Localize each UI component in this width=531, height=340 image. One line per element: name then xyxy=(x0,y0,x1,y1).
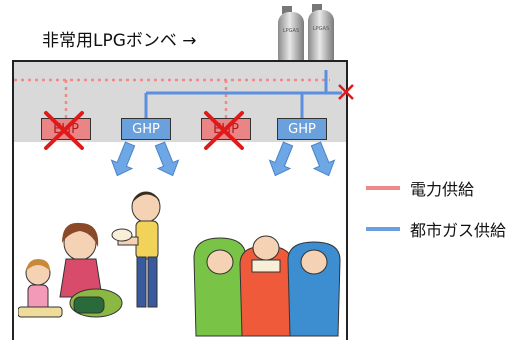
arrow-down-icon xyxy=(106,139,141,181)
child-person xyxy=(18,259,63,318)
legend-electric-swatch xyxy=(366,186,400,190)
legend-electric: 電力供給 xyxy=(366,176,474,200)
cylinder-right-label: LPGAS xyxy=(313,26,329,32)
standing-person xyxy=(111,191,161,308)
arrow-down-icon xyxy=(149,139,184,181)
arrow-down-icon xyxy=(264,139,299,181)
lpg-cylinders-icon: LPGAS LPGAS xyxy=(278,4,334,74)
sleeping-bag-red xyxy=(239,235,293,337)
diagram-title: 非常用LPGボンベ → xyxy=(42,31,197,51)
cylinder-right: LPGAS xyxy=(308,4,334,74)
legend-gas-swatch xyxy=(366,227,400,231)
legend-gas: 都市ガス供給 xyxy=(366,217,506,241)
cylinder-left-label: LPGAS xyxy=(283,28,299,34)
sleeping-bag-green xyxy=(193,237,247,337)
cross-mark-icon xyxy=(204,111,244,150)
unit-ghp-2: GHP xyxy=(277,118,327,140)
legend-gas-label: 都市ガス供給 xyxy=(410,221,507,240)
sitting-person xyxy=(59,222,123,318)
sleeping-bag-blue xyxy=(287,241,341,337)
sleeping-bags-illustration xyxy=(193,235,341,337)
cross-mark-icon xyxy=(44,111,84,150)
cylinder-left: LPGAS xyxy=(278,6,304,74)
unit-ghp-1: GHP xyxy=(121,118,171,140)
arrow-down-icon xyxy=(305,139,340,181)
legend-electric-label: 電力供給 xyxy=(410,180,475,199)
family-illustration xyxy=(18,191,161,318)
